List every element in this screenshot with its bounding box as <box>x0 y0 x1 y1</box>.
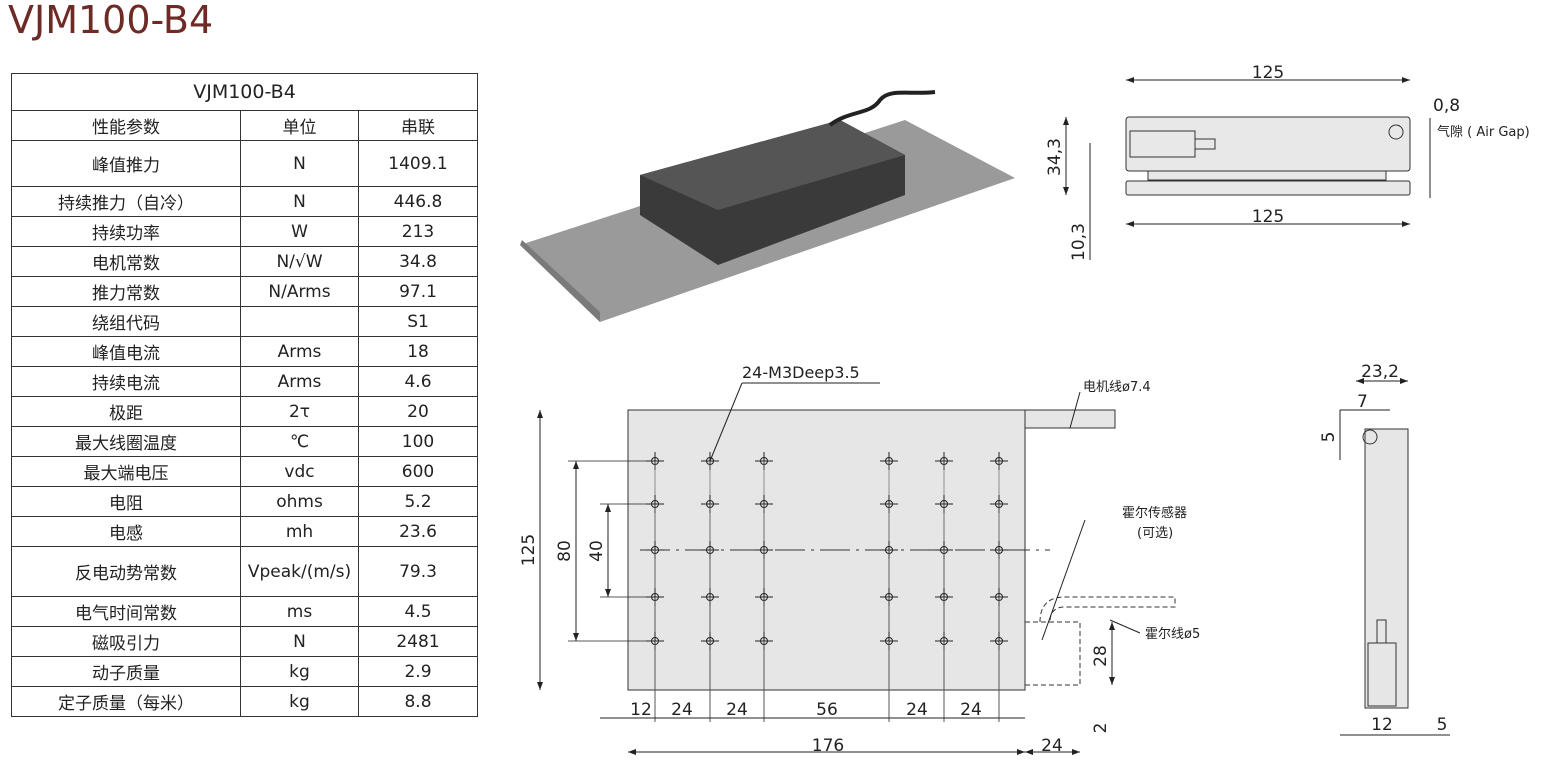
cell-unit: Vpeak/(m/s) <box>240 546 359 597</box>
page-title: VJM100-B4 <box>8 0 214 42</box>
motor-cable-label: 电机线ø7.4 <box>1083 380 1151 395</box>
top-view <box>537 382 1176 755</box>
dim-24: 24 <box>1041 736 1063 756</box>
front-view <box>1063 77 1431 260</box>
dim-height-stator: 10,3 <box>1069 223 1089 261</box>
cell-value: 446.8 <box>358 186 478 217</box>
cell-value: S1 <box>358 306 478 337</box>
side-view <box>1339 378 1450 736</box>
hall-cable-label: 霍尔线ø5 <box>1145 627 1200 642</box>
dim-80: 80 <box>555 540 575 562</box>
dim-height: 125 <box>519 534 539 566</box>
side-offset-7: 7 <box>1357 392 1368 412</box>
cell-value: 5.2 <box>358 486 478 517</box>
cell-unit: ℃ <box>240 426 359 457</box>
dim-height-total: 34,3 <box>1045 138 1065 176</box>
cell-value: 8.8 <box>358 686 478 717</box>
cell-unit: N <box>240 626 359 657</box>
header-param: 性能参数 <box>11 110 241 141</box>
cell-unit: ohms <box>240 486 359 517</box>
dim-hole-spacing: 12 <box>630 700 652 720</box>
cell-unit: W <box>240 216 359 247</box>
cell-unit: N/Arms <box>240 276 359 307</box>
dim-hole-spacing: 56 <box>816 700 838 720</box>
cell-unit: N <box>240 140 359 187</box>
cell-value: 2481 <box>358 626 478 657</box>
cell-value: 4.6 <box>358 366 478 397</box>
product-image <box>520 90 1015 322</box>
cell-param: 最大线圈温度 <box>11 426 241 457</box>
cell-value: 600 <box>358 456 478 487</box>
cell-param: 动子质量 <box>11 656 241 687</box>
cell-param: 绕组代码 <box>11 306 241 337</box>
dim-hole-spacing: 24 <box>671 700 693 720</box>
cell-value: 2.9 <box>358 656 478 687</box>
cell-param: 电阻 <box>11 486 241 517</box>
hall-sensor-label: 霍尔传感器 <box>1122 505 1187 521</box>
cell-value: 4.5 <box>358 596 478 627</box>
cell-unit: N <box>240 186 359 217</box>
cell-unit: kg <box>240 686 359 717</box>
side-bottom-5: 5 <box>1437 715 1448 735</box>
cell-param: 峰值推力 <box>11 140 241 187</box>
side-offset-5: 5 <box>1319 432 1339 443</box>
cell-value: 213 <box>358 216 478 247</box>
hall-optional-label: (可选) <box>1137 526 1173 541</box>
table-header: 性能参数 单位 串联 <box>11 110 478 141</box>
dim-28: 28 <box>1091 645 1111 667</box>
dim-air-gap: 0,8 <box>1433 96 1460 116</box>
side-width: 23,2 <box>1361 362 1399 382</box>
cell-value: 34.8 <box>358 246 478 277</box>
side-bottom-12: 12 <box>1371 715 1393 735</box>
cell-unit: vdc <box>240 456 359 487</box>
cell-param: 推力常数 <box>11 276 241 307</box>
dim-width-bottom: 125 <box>1252 207 1284 227</box>
dim-hole-spacing: 24 <box>960 700 982 720</box>
hole-callout: 24-M3Deep3.5 <box>742 363 860 382</box>
cell-param: 定子质量（每米） <box>11 686 241 717</box>
air-gap-label: 气隙 ( Air Gap) <box>1437 124 1530 140</box>
dim-40: 40 <box>587 540 607 562</box>
cell-value: 1409.1 <box>358 140 478 187</box>
cell-unit: kg <box>240 656 359 687</box>
dim-width-top: 125 <box>1252 63 1284 83</box>
cell-unit: Arms <box>240 336 359 367</box>
table-row: 绕组代码 S1 <box>11 306 478 337</box>
cell-param: 电气时间常数 <box>11 596 241 627</box>
dim-hole-spacing: 24 <box>906 700 928 720</box>
header-unit: 单位 <box>240 110 359 141</box>
table-model: VJM100-B4 <box>11 73 478 111</box>
cell-param: 持续电流 <box>11 366 241 397</box>
cell-value: 23.6 <box>358 516 478 547</box>
dim-length: 176 <box>812 736 844 756</box>
dim-hole-spacing: 24 <box>726 700 748 720</box>
dim-2: 2 <box>1091 723 1111 734</box>
cell-param: 持续功率 <box>11 216 241 247</box>
cell-value: 100 <box>358 426 478 457</box>
cell-param: 最大端电压 <box>11 456 241 487</box>
